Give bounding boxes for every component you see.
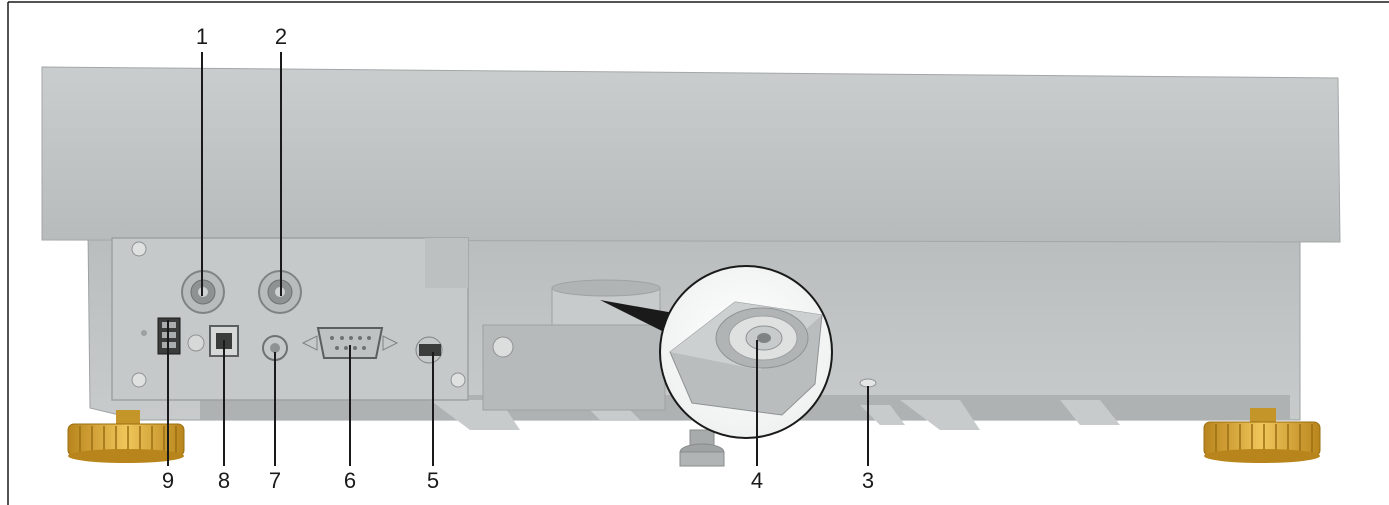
callout-9: 9 — [162, 468, 174, 493]
panel-screw-bottom-right — [450, 372, 466, 388]
callout-7: 7 — [269, 468, 281, 493]
callout-labels: 1 2 3 4 5 6 7 8 9 — [162, 24, 874, 493]
panel-screw-bottom-left — [131, 372, 147, 388]
callout-5: 5 — [427, 468, 439, 493]
connector-5-switch — [415, 336, 443, 364]
item-3-level-indicator — [859, 378, 877, 388]
below-balance-hook — [679, 429, 725, 467]
panel-screw-top-left — [131, 241, 147, 257]
side-plate — [482, 324, 666, 411]
housing-top-cover — [41, 66, 1341, 243]
callout-2: 2 — [275, 24, 287, 49]
leveling-foot-left — [67, 410, 185, 463]
leader-lines — [167, 52, 869, 466]
callout-6: 6 — [344, 468, 356, 493]
detail-magnifier-item-4 — [659, 265, 833, 439]
callout-1: 1 — [196, 24, 208, 49]
leveling-foot-right — [1203, 408, 1321, 463]
callout-4: 4 — [751, 468, 763, 493]
panel-screw-left — [141, 330, 147, 336]
side-plate-screw — [492, 336, 514, 358]
callout-8: 8 — [218, 468, 230, 493]
callout-3: 3 — [862, 468, 874, 493]
connector-6-serial-port — [301, 327, 399, 359]
